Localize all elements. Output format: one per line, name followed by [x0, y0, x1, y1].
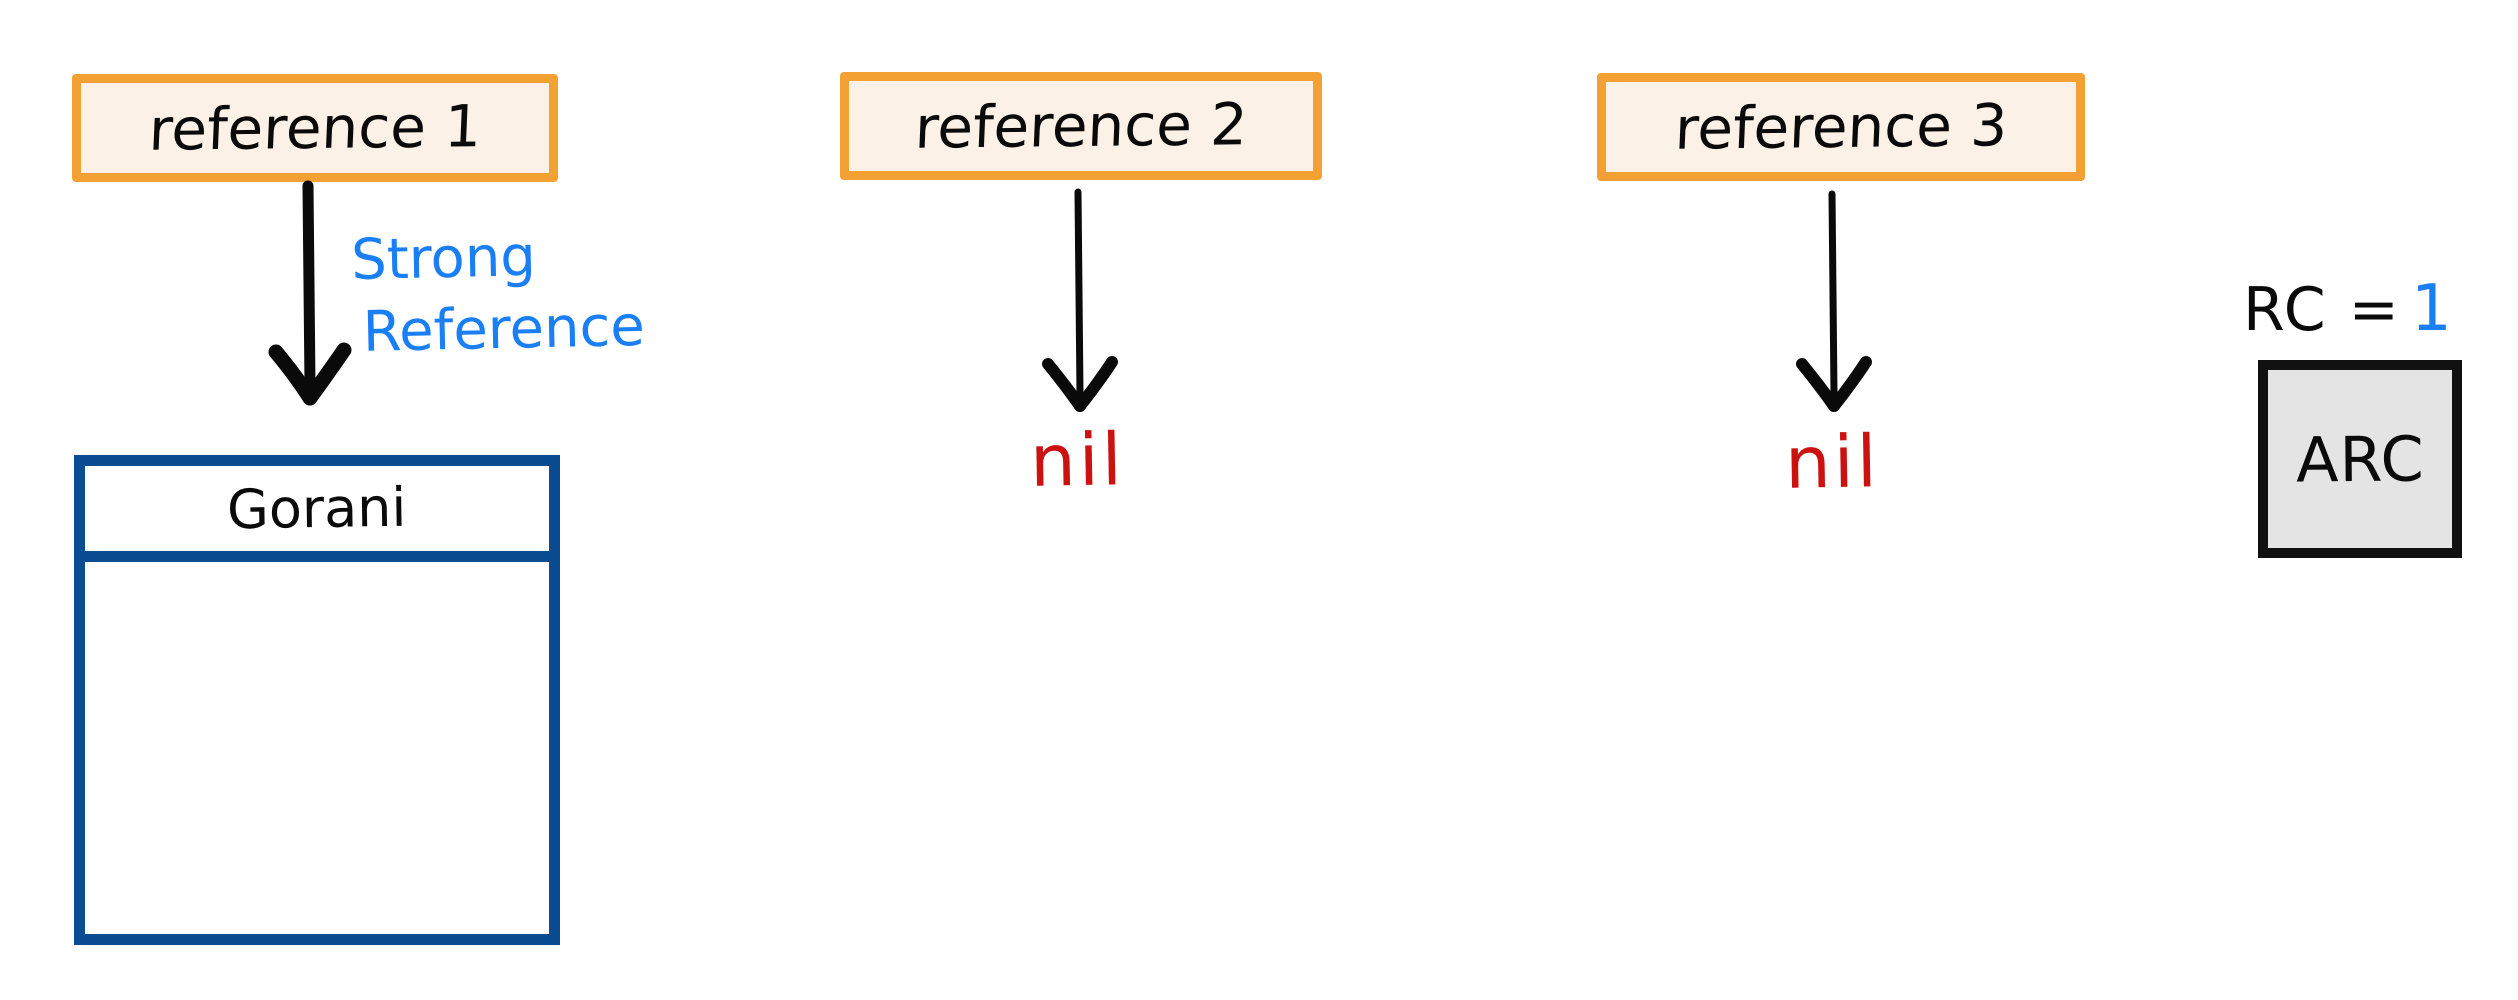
strong-reference-line-2: Reference [362, 293, 646, 365]
strong-reference-annotation: Strong Reference [351, 219, 646, 369]
reference-3-label: reference 3 [1673, 91, 2009, 163]
reference-2-label: reference 2 [913, 90, 1249, 162]
strong-reference-line-1: Strong [350, 224, 537, 294]
arrow-down-icon-reference-2 [1042, 188, 1118, 412]
nil-value-reference-3: nil [1784, 419, 1881, 505]
reference-1-box[interactable]: reference 1 [72, 74, 558, 182]
arc-box-label: ARC [2295, 421, 2425, 497]
reference-count-prefix: RC = [2243, 275, 2401, 345]
object-box-body [85, 562, 549, 923]
object-box-header: Gorani [85, 466, 549, 562]
reference-count-value: 1 [2410, 272, 2454, 346]
nil-value-reference-2: nil [1029, 417, 1126, 503]
arrow-down-icon-reference-3 [1796, 190, 1872, 412]
reference-count-label: RC =1 [2243, 272, 2454, 346]
object-box-gorani[interactable]: Gorani [74, 455, 560, 945]
reference-1-label: reference 1 [147, 92, 483, 164]
arc-box[interactable]: ARC [2258, 360, 2462, 558]
reference-3-box[interactable]: reference 3 [1597, 73, 2085, 181]
reference-2-box[interactable]: reference 2 [840, 72, 1322, 180]
object-box-title: Gorani [226, 475, 408, 542]
